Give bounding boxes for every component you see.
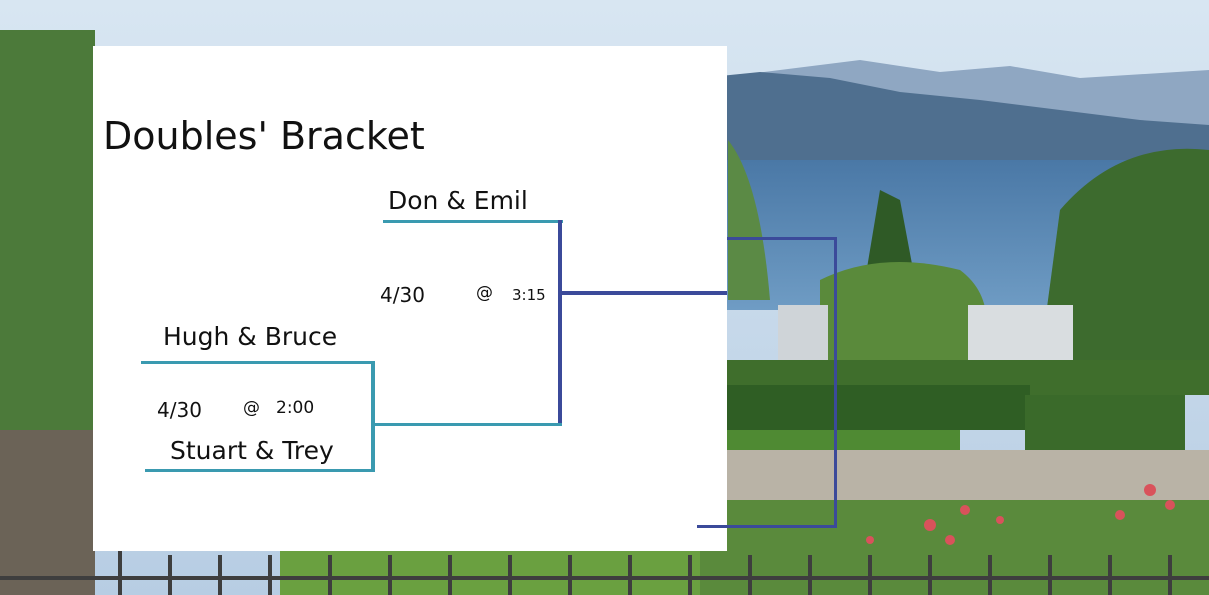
team-hugh-bruce: Hugh & Bruce bbox=[163, 322, 338, 351]
building-left bbox=[778, 305, 828, 365]
cypress bbox=[865, 190, 915, 280]
bracket-panel bbox=[93, 46, 727, 551]
right-trees bbox=[1040, 148, 1209, 360]
hedge-right bbox=[1025, 395, 1185, 460]
round1-winner-line bbox=[375, 423, 562, 426]
round2-time: 3:15 bbox=[512, 286, 546, 304]
lawn bbox=[280, 551, 700, 595]
hedge-mid bbox=[700, 385, 1030, 430]
round1-connector bbox=[371, 364, 375, 472]
round1-time: 2:00 bbox=[276, 398, 315, 418]
near-mountains bbox=[700, 72, 1209, 165]
team-hugh-bruce-line bbox=[141, 361, 375, 364]
hedge-low bbox=[700, 430, 960, 452]
iron-fence bbox=[0, 550, 1209, 595]
winner-line bbox=[562, 291, 727, 295]
left-pergola bbox=[0, 430, 95, 595]
mid-shrubs bbox=[820, 262, 987, 360]
round2-connector bbox=[558, 220, 562, 426]
outer-vertical-line bbox=[834, 237, 837, 528]
round1-at: @ bbox=[243, 398, 260, 418]
outer-top-line bbox=[727, 237, 837, 240]
team-don-emil: Don & Emil bbox=[388, 186, 528, 215]
round2-at: @ bbox=[476, 283, 493, 303]
round2-date: 4/30 bbox=[380, 283, 425, 307]
rose-garden bbox=[700, 500, 1209, 595]
round1-date: 4/30 bbox=[157, 398, 202, 422]
team-stuart-trey: Stuart & Trey bbox=[170, 436, 334, 465]
team-stuart-trey-line bbox=[145, 469, 375, 472]
outer-bottom-line bbox=[697, 525, 837, 528]
left-trees bbox=[0, 30, 95, 430]
bracket-title: Doubles' Bracket bbox=[103, 114, 425, 158]
roses bbox=[866, 484, 1175, 545]
willow bbox=[728, 140, 770, 300]
building bbox=[968, 305, 1073, 365]
team-don-emil-line bbox=[383, 220, 563, 223]
